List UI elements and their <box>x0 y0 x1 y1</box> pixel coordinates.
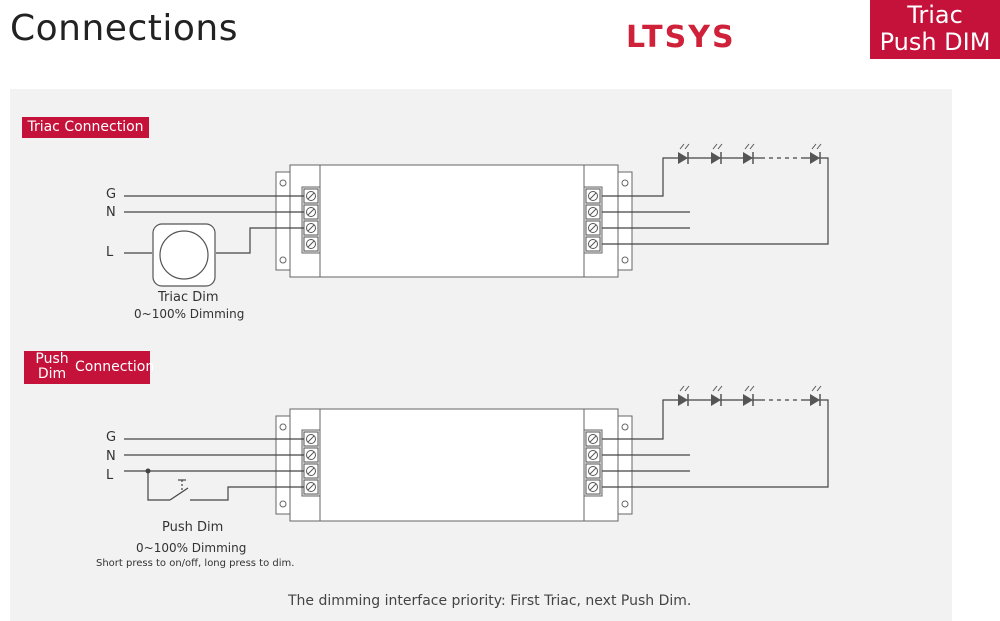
input-label-n-1: N <box>106 205 116 220</box>
badge-line-2: Push DIM <box>879 28 991 56</box>
push-dim-tag-line-2: Dim <box>37 366 67 382</box>
triac-dimmer-device <box>152 223 216 287</box>
page-title: Connections <box>10 8 238 49</box>
triac-dim-label: Triac Dim <box>158 290 219 305</box>
input-label-l-1: L <box>106 245 114 260</box>
led-string-2 <box>677 385 822 407</box>
push-dim-label: Push Dim <box>162 520 224 535</box>
priority-note: The dimming interface priority: First Tr… <box>288 593 692 609</box>
push-switch <box>145 468 189 501</box>
product-badge: Triac Push DIM <box>870 0 1000 59</box>
input-label-l-2: L <box>106 468 114 483</box>
wires-2 <box>124 399 829 501</box>
push-dim-connection-tag: Push Dim Connection <box>24 351 154 384</box>
input-label-n-2: N <box>106 449 116 464</box>
push-dim-tag-label: Push Dim <box>30 352 74 382</box>
triac-connection-tag: Triac Connection <box>22 117 149 138</box>
push-dim-subtitle: 0~100% Dimming <box>136 541 247 555</box>
triac-dim-subtitle: 0~100% Dimming <box>134 307 245 321</box>
input-label-g-2: G <box>106 430 117 445</box>
push-dim-tag-line-1: Push <box>35 351 69 367</box>
driver-unit-2 <box>275 408 633 522</box>
push-dim-note: Short press to on/off, long press to dim… <box>96 558 295 569</box>
brand-logo: LTSYS <box>626 20 736 55</box>
driver-unit-1 <box>275 164 633 278</box>
led-string-1 <box>677 143 822 165</box>
badge-line-1: Triac <box>907 1 963 29</box>
push-dim-tag-rest: Connection <box>75 359 155 375</box>
input-label-g-1: G <box>106 187 117 202</box>
